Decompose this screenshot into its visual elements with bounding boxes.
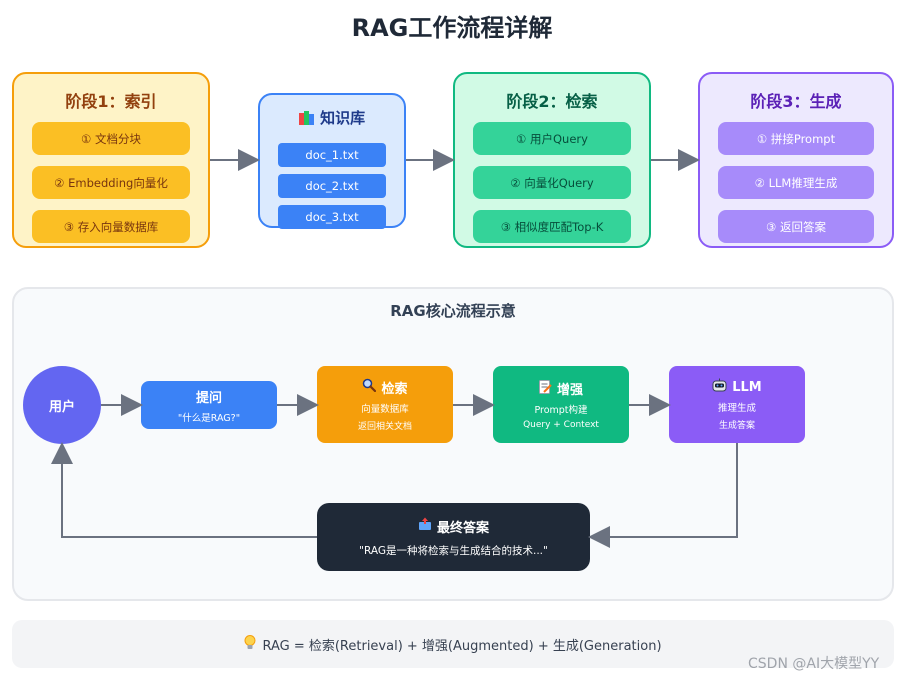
retrieve-title: 检索 (381, 381, 408, 397)
llm-sub: 推理生成 (717, 403, 756, 414)
stage1-title: 阶段1：索引 (65, 92, 157, 111)
robot-icon (712, 378, 727, 396)
llm-title: LLM (732, 379, 762, 395)
answer-title: 最终答案 (436, 520, 489, 536)
page-title: RAG工作流程详解 (351, 14, 553, 42)
retrieve-node: 检索 向量数据库 返回相关文档 (317, 366, 453, 443)
memo-icon (538, 379, 552, 398)
stage3-panel: 阶段3：生成 ① 拼接Prompt ② LLM推理生成 ③ 返回答案 (698, 72, 894, 248)
footer-bar: RAG = 检索(Retrieval) + 增强(Augmented) + 生成… (12, 620, 894, 668)
augment-node: 增强 Prompt构建 Query + Context (493, 366, 629, 443)
knowledge-base-title: 知识库 (260, 107, 404, 128)
user-node: 用户 (23, 366, 101, 444)
answer-sub: "RAG是一种将检索与生成结合的技术..." (359, 544, 548, 557)
stage3-title: 阶段3：生成 (750, 92, 842, 111)
augment-sub: Prompt构建 (534, 405, 588, 416)
augment-title: 增强 (556, 383, 583, 398)
footer-text: RAG = 检索(Retrieval) + 增强(Augmented) + 生成… (262, 638, 662, 654)
stage2-panel: 阶段2：检索 ① 用户Query ② 向量化Query ③ 相似度匹配Top-K (453, 72, 651, 248)
stage2-step-1: ① 用户Query (473, 122, 631, 155)
stage3-step-3: ③ 返回答案 (718, 210, 874, 243)
knowledge-base-panel: 知识库 doc_1.txt doc_2.txt doc_3.txt (258, 93, 406, 229)
core-flow-title: RAG核心流程示意 (390, 302, 516, 320)
books-icon (298, 109, 320, 127)
ask-node: 提问 "什么是RAG?" (141, 381, 277, 429)
stage2-step-3: ③ 相似度匹配Top-K (473, 210, 631, 243)
retrieve-sub2: 返回相关文档 (357, 421, 412, 432)
stage1-step-2: ② Embedding向量化 (32, 166, 190, 199)
ask-title: 提问 (195, 390, 222, 406)
answer-node: 最终答案 "RAG是一种将检索与生成结合的技术..." (317, 503, 590, 571)
magnifier-icon (362, 378, 377, 396)
stage1-panel: 阶段1：索引 ① 文档分块 ② Embedding向量化 ③ 存入向量数据库 (12, 72, 210, 248)
stage3-step-2: ② LLM推理生成 (718, 166, 874, 199)
augment-sub2: Query + Context (523, 420, 599, 430)
doc-item-2: doc_2.txt (278, 174, 386, 198)
stage2-title: 阶段2：检索 (506, 92, 598, 111)
llm-sub2: 生成答案 (718, 421, 755, 431)
doc-item-1: doc_1.txt (278, 143, 386, 167)
stage3-step-1: ① 拼接Prompt (718, 122, 874, 155)
inbox-icon (418, 517, 432, 535)
arrow-llm-to-answer (588, 443, 738, 548)
llm-node: LLM 推理生成 生成答案 (669, 366, 805, 443)
stage1-step-1: ① 文档分块 (32, 122, 190, 155)
stage1-step-3: ③ 存入向量数据库 (32, 210, 190, 243)
watermark: CSDN @AI大模型YY (748, 656, 880, 672)
doc-item-3: doc_3.txt (278, 205, 386, 229)
retrieve-sub: 向量数据库 (361, 403, 409, 415)
lightbulb-icon (244, 634, 256, 654)
arrow-answer-to-user (51, 442, 317, 538)
ask-sub: "什么是RAG?" (177, 412, 241, 424)
stage2-step-2: ② 向量化Query (473, 166, 631, 199)
